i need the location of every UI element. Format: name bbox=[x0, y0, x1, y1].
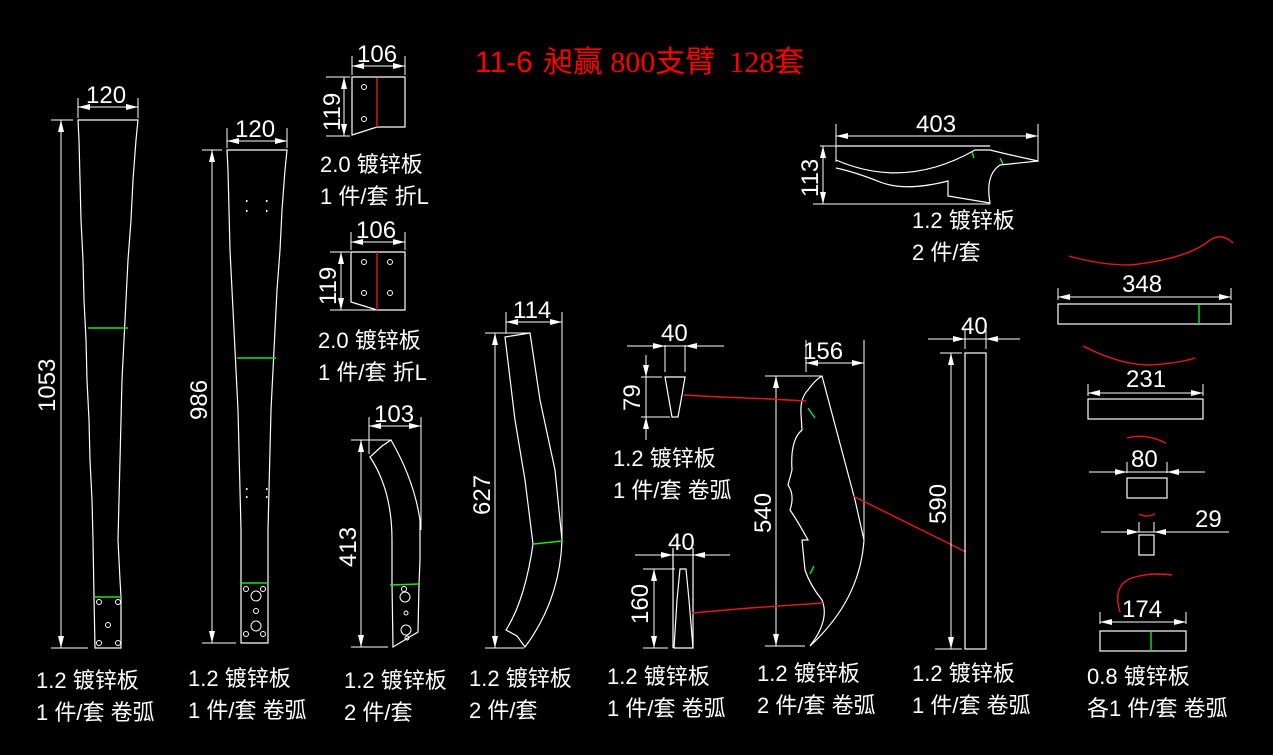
part-1-holes bbox=[96, 599, 121, 646]
part-1-outline bbox=[77, 119, 139, 649]
part-8-qty: 1 件/套 卷弧 bbox=[607, 696, 726, 721]
part-2-holes bbox=[243, 586, 266, 637]
part-6-material: 1.2 镀锌板 bbox=[469, 666, 572, 691]
part-2-width-label: 120 bbox=[235, 116, 275, 143]
part-11-outline bbox=[964, 352, 987, 650]
part-4-qty: 1 件/套 折L bbox=[318, 360, 427, 385]
part-10-qty: 2 件/套 bbox=[912, 240, 980, 265]
part-12[interactable]: 348 231 80 29 174 0.8 镀锌板 各1 件/套 卷弧 bbox=[1057, 236, 1234, 721]
part-10-outline bbox=[835, 149, 1039, 204]
part-8-outline bbox=[673, 568, 694, 649]
part-11-height-label: 590 bbox=[925, 484, 952, 524]
part-5-qty: 2 件/套 bbox=[344, 700, 412, 725]
part-2-material: 1.2 镀锌板 bbox=[188, 666, 291, 691]
part-1-width-label: 120 bbox=[86, 82, 126, 109]
strip-29 bbox=[1138, 534, 1155, 556]
part-6-qty: 2 件/套 bbox=[469, 698, 537, 723]
part-3-qty: 1 件/套 折L bbox=[320, 184, 429, 209]
part-3-outline bbox=[351, 76, 406, 136]
part-11-material: 1.2 镀锌板 bbox=[912, 661, 1015, 686]
part-1-height-label: 1053 bbox=[34, 359, 61, 412]
part-10[interactable]: 403 113 1.2 镀锌板 2 件/套 bbox=[797, 111, 1039, 265]
part-9[interactable]: 156 540 1.2 镀锌板 2 件/套 卷弧 bbox=[750, 338, 876, 718]
part-6-height-label: 627 bbox=[469, 475, 496, 515]
strip-174 bbox=[1099, 630, 1187, 652]
part-7-height-label: 79 bbox=[619, 384, 646, 411]
part-11-qty: 1 件/套 卷弧 bbox=[912, 693, 1031, 718]
title-code: 11-6 bbox=[475, 46, 533, 79]
title-quantity: 128套 bbox=[729, 46, 804, 79]
part-3-width-label: 106 bbox=[357, 41, 397, 68]
part-6-outline bbox=[504, 332, 563, 649]
part-12-width-3-label: 80 bbox=[1131, 446, 1158, 473]
part-10-height-label: 113 bbox=[797, 159, 824, 197]
part-1-material: 1.2 镀锌板 bbox=[36, 668, 139, 693]
part-5-height-label: 413 bbox=[335, 527, 362, 567]
part-3-material: 2.0 镀锌板 bbox=[320, 152, 423, 177]
part-2-qty: 1 件/套 卷弧 bbox=[188, 698, 307, 723]
part-4-height-label: 119 bbox=[315, 267, 342, 305]
strip-231 bbox=[1087, 398, 1204, 420]
part-2-marks bbox=[246, 200, 268, 498]
part-7-width-label: 40 bbox=[661, 320, 688, 347]
reference-lines bbox=[683, 394, 967, 614]
part-4[interactable]: 106 119 2.0 镀锌板 1 件/套 折L bbox=[315, 217, 427, 385]
part-12-width-5-label: 174 bbox=[1122, 596, 1162, 623]
part-10-width-label: 403 bbox=[916, 111, 956, 138]
part-10-material: 1.2 镀锌板 bbox=[912, 208, 1015, 233]
part-4-width-label: 106 bbox=[356, 217, 396, 244]
part-2-outline bbox=[226, 149, 288, 644]
part-8[interactable]: 40 160 1.2 镀锌板 1 件/套 卷弧 bbox=[607, 529, 730, 721]
part-11-width-label: 40 bbox=[961, 313, 988, 340]
part-2-height-label: 986 bbox=[186, 380, 213, 420]
part-9-material: 1.2 镀锌板 bbox=[757, 661, 860, 686]
part-8-width-label: 40 bbox=[668, 529, 695, 556]
part-5[interactable]: 103 413 1.2 镀锌板 2 件/套 bbox=[335, 401, 447, 725]
part-7-outline bbox=[664, 376, 686, 418]
part-1[interactable]: 120 1053 1.2 镀锌板 1 件/套 卷弧 bbox=[34, 82, 155, 725]
drawing-title: 11-6 昶赢 800支臂 128套 bbox=[475, 46, 804, 79]
part-9-qty: 2 件/套 卷弧 bbox=[757, 693, 876, 718]
part-12-width-1-label: 348 bbox=[1122, 271, 1162, 298]
part-9-height-label: 540 bbox=[750, 493, 777, 533]
part-9-width-label: 156 bbox=[803, 338, 843, 365]
part-6[interactable]: 114 627 1.2 镀锌板 2 件/套 bbox=[469, 297, 572, 723]
part-5-width-label: 103 bbox=[374, 401, 414, 428]
part-9-outline bbox=[787, 375, 865, 647]
part-8-height-label: 160 bbox=[627, 584, 654, 624]
part-7-material: 1.2 镀锌板 bbox=[613, 446, 716, 471]
part-5-bend-line bbox=[389, 583, 420, 586]
part-5-outline bbox=[369, 439, 421, 649]
part-7[interactable]: 40 79 1.2 镀锌板 1 件/套 卷弧 bbox=[613, 320, 732, 503]
part-7-qty: 1 件/套 卷弧 bbox=[613, 478, 732, 503]
part-2[interactable]: 120 986 1.2 镀锌板 1 件/套 卷弧 bbox=[186, 116, 307, 723]
part-11[interactable]: 40 590 1.2 镀锌板 1 件/套 卷弧 bbox=[912, 313, 1031, 718]
part-3-height-label: 119 bbox=[319, 93, 346, 131]
part-12-material: 0.8 镀锌板 bbox=[1087, 664, 1190, 689]
part-3[interactable]: 106 119 2.0 镀锌板 1 件/套 折L bbox=[319, 41, 429, 209]
part-12-width-2-label: 231 bbox=[1126, 366, 1166, 393]
part-12-width-4-label: 29 bbox=[1195, 506, 1222, 533]
part-5-material: 1.2 镀锌板 bbox=[344, 668, 447, 693]
part-1-qty: 1 件/套 卷弧 bbox=[36, 700, 155, 725]
part-4-outline bbox=[350, 251, 406, 311]
part-4-material: 2.0 镀锌板 bbox=[318, 328, 421, 353]
part-6-bend-line bbox=[533, 540, 563, 545]
part-8-material: 1.2 镀锌板 bbox=[607, 664, 710, 689]
part-12-qty: 各1 件/套 卷弧 bbox=[1087, 696, 1228, 721]
part-6-width-label: 114 bbox=[513, 297, 551, 324]
title-name: 昶赢 800支臂 bbox=[543, 46, 716, 79]
strip-80 bbox=[1126, 477, 1168, 499]
part-5-holes bbox=[399, 586, 412, 641]
strip-348 bbox=[1057, 303, 1232, 325]
